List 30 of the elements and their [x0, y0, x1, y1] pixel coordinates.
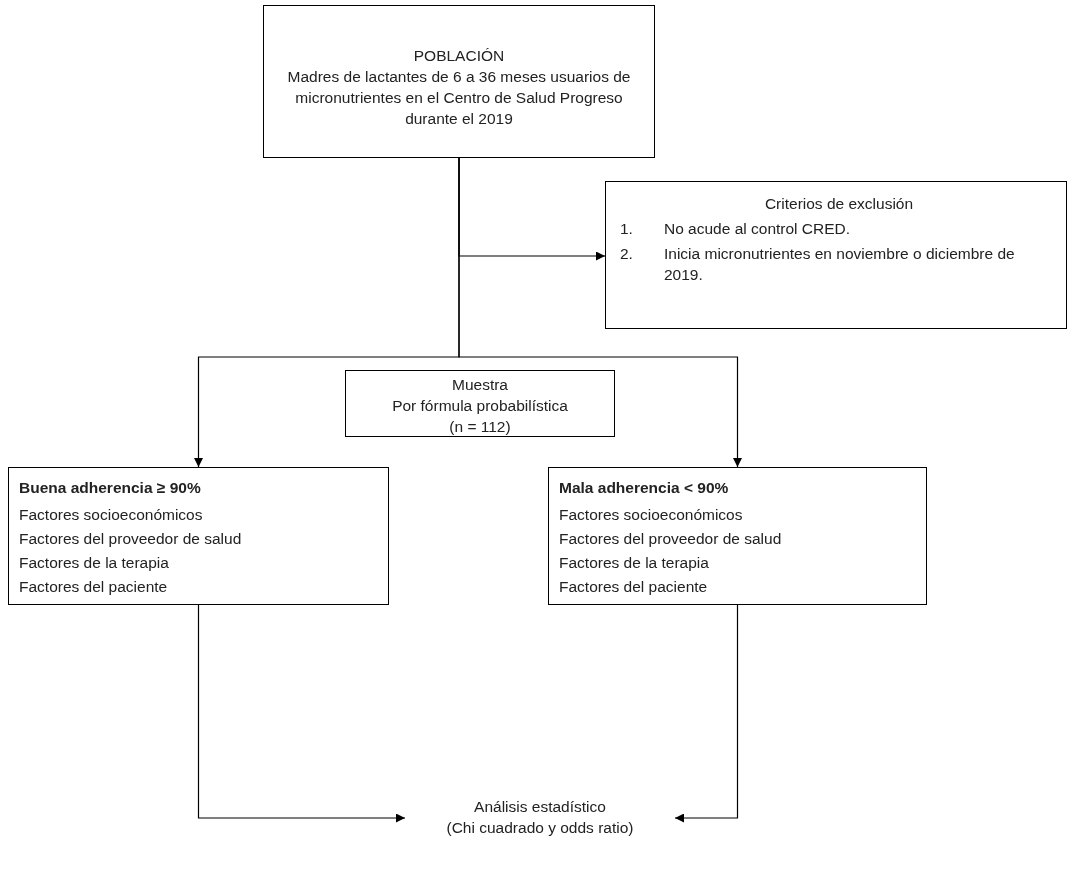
process-box [8, 467, 389, 605]
body-text: (n = 112) [448, 416, 512, 437]
body-text: Factores de la terapia [559, 553, 710, 574]
body-text: Por fórmula probabilística [391, 395, 569, 416]
box-heading: Mala adherencia < 90% [559, 478, 730, 498]
process-box [605, 181, 1067, 329]
heading-text: Muestra [451, 375, 509, 395]
body-text: Factores socioeconómicos [19, 505, 204, 525]
body-text: (Chi cuadrado y odds ratio) [445, 817, 635, 838]
body-text: Factores del proveedor de salud [19, 529, 243, 550]
body-text: Factores del paciente [559, 577, 709, 598]
box-heading: Criterios de exclusión [763, 194, 915, 214]
body-text: Factores de la terapia [19, 553, 170, 574]
body-text: Madres de lactantes de 6 a 36 meses usuarios de micronutrientes en el Centro de Salud Progreso durante el 2019 [286, 66, 632, 129]
heading-text: POBLACIÓN [412, 46, 506, 66]
list-number: 2. [620, 243, 634, 264]
process-box [263, 5, 655, 158]
heading-text: Análisis estadístico [473, 797, 607, 817]
list-number: 1. [620, 218, 634, 239]
list-item: Inicia micronutrientes en noviembre o diciembre de 2019. [664, 243, 1016, 285]
box-heading: Buena adherencia ≥ 90% [19, 478, 202, 498]
list-item: No acude al control CRED. [664, 218, 852, 239]
process-box [548, 467, 927, 605]
body-text: Factores socioeconómicos [559, 505, 744, 525]
body-text: Factores del paciente [19, 577, 169, 598]
arrow [197, 604, 406, 823]
body-text: Factores del proveedor de salud [559, 529, 783, 550]
process-box [345, 370, 615, 437]
arrow [458, 157, 742, 468]
arrow [674, 604, 739, 823]
